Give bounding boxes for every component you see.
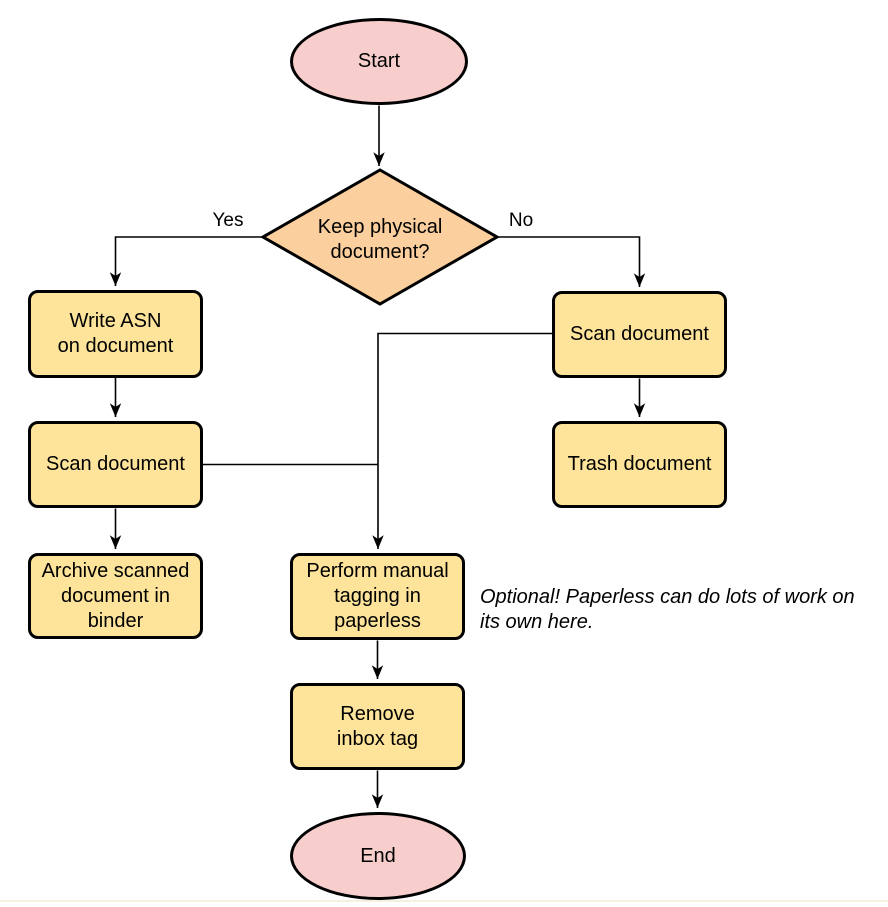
node-perform-tagging: Perform manual tagging in paperless <box>290 553 465 640</box>
edge-label-yes: Yes <box>212 210 244 231</box>
edge-decision-no <box>497 236 646 287</box>
edge-scanright-perform <box>372 332 552 549</box>
node-scan-left: Scan document <box>28 421 203 508</box>
node-write-asn: Write ASN on document <box>28 290 203 378</box>
node-remove-inbox-tag: Remove inbox tag <box>290 683 465 770</box>
optional-note: Optional! Paperless can do lots of work … <box>480 586 855 633</box>
decision-shape <box>259 168 501 306</box>
edge-label-no: No <box>508 210 534 231</box>
page-bottom-line <box>0 900 888 902</box>
node-scan-right: Scan document <box>552 291 727 378</box>
node-end: End <box>290 812 466 900</box>
node-decision-label: Keep physical document? <box>317 216 443 263</box>
node-trash: Trash document <box>552 421 727 508</box>
edge-decision-yes <box>109 236 263 286</box>
node-start: Start <box>290 18 468 105</box>
node-archive: Archive scanned document in binder <box>28 553 203 639</box>
